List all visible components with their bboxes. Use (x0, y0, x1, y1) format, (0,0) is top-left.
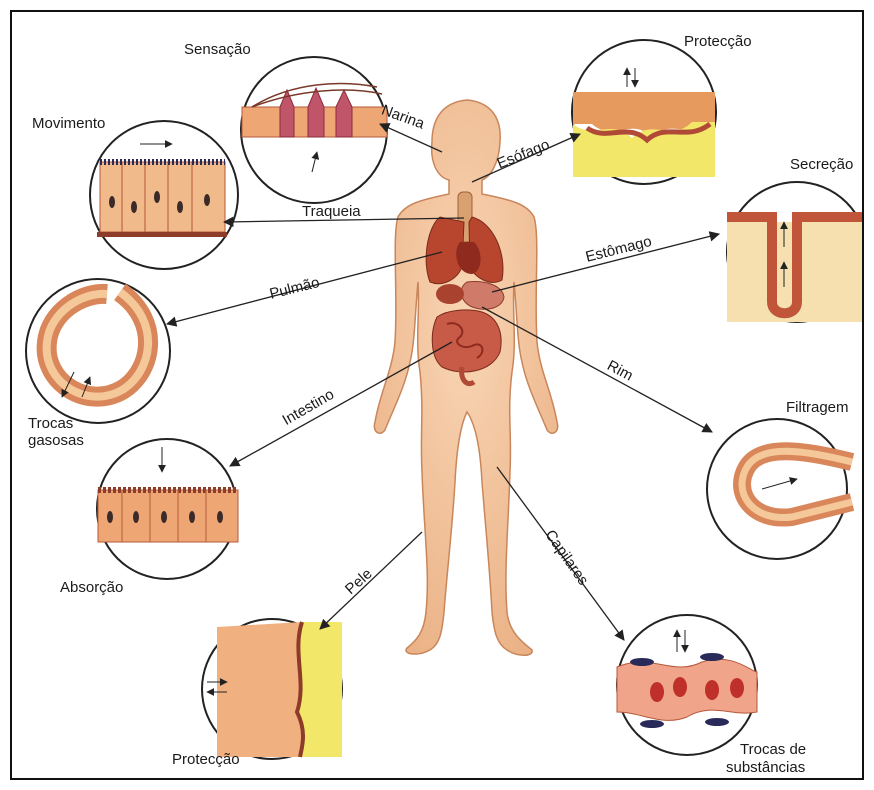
label-movimento: Movimento (32, 116, 105, 132)
label-proteccao-top: Protecção (684, 34, 752, 50)
circle-trocas-substancias (617, 615, 757, 755)
label-secrecao: Secreção (790, 157, 853, 173)
circle-movimento (90, 121, 238, 269)
label-proteccao-bottom: Protecção (172, 752, 240, 768)
circle-proteccao-top (572, 40, 716, 184)
label-traqueia: Traqueia (302, 204, 361, 220)
label-trocas-gasosas-line1: Trocas (28, 416, 73, 432)
figure-frame: Sensação Protecção Movimento Secreção Tr… (10, 10, 864, 780)
label-filtragem: Filtragem (786, 400, 849, 416)
circle-filtragem (707, 419, 852, 559)
circle-sensacao (241, 57, 387, 203)
label-trocas-gasosas-line2: gasosas (28, 433, 84, 449)
circle-absorcao (97, 439, 238, 579)
label-sensacao: Sensação (184, 42, 251, 58)
circle-trocas-gasosas (26, 279, 170, 423)
label-trocas-substancias-line2: substâncias (726, 760, 805, 776)
circle-proteccao-bottom (202, 619, 342, 759)
label-trocas-substancias-line1: Trocas de (740, 742, 806, 758)
circle-secrecao (727, 182, 862, 322)
human-body (374, 100, 557, 655)
label-absorcao: Absorção (60, 580, 123, 596)
diagram-svg (12, 12, 862, 778)
